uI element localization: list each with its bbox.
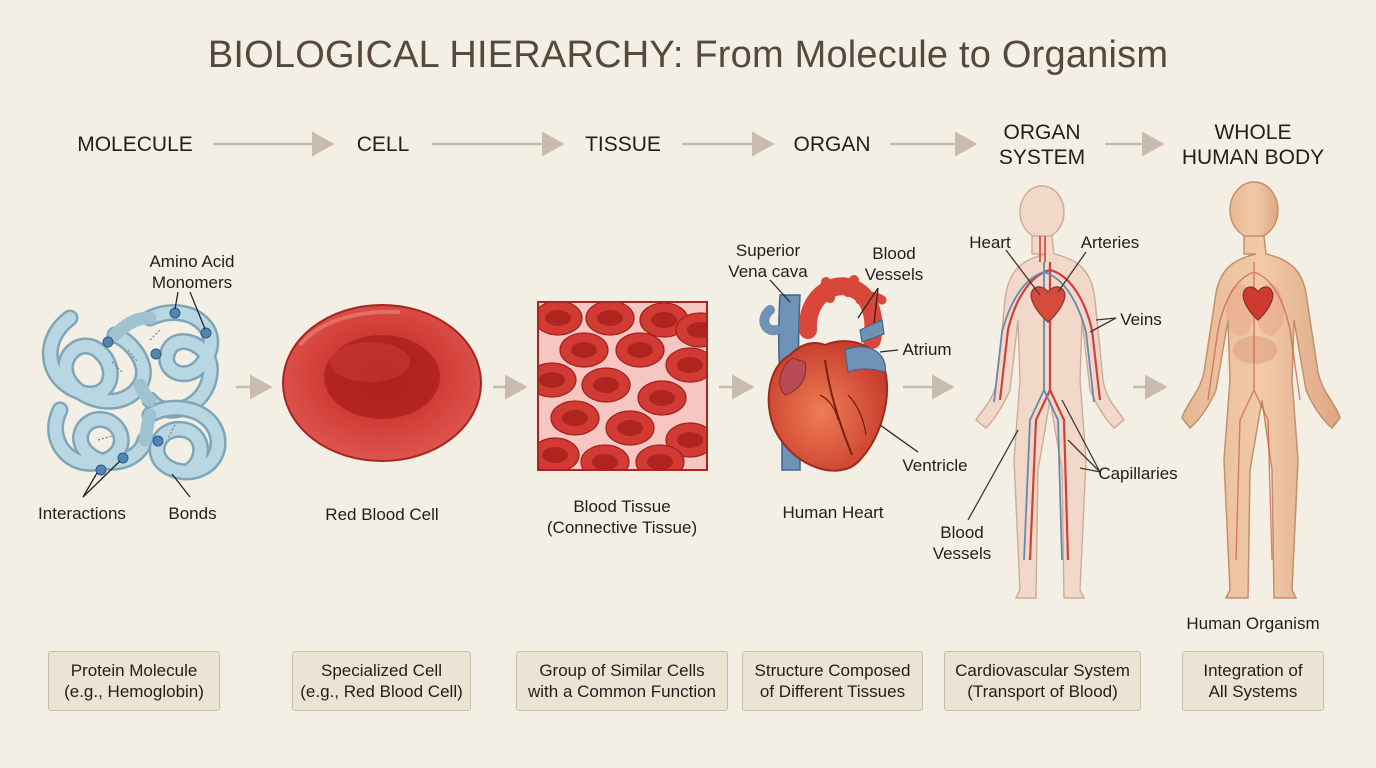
red-blood-cell-illustration	[282, 304, 482, 462]
caption-organ: Human Heart	[782, 503, 884, 522]
label-interactions: Interactions	[38, 504, 126, 523]
caption-tissue: Blood Tissue (Connective Tissue)	[546, 497, 698, 537]
label-bonds: Bonds	[168, 504, 217, 523]
label-arteries: Arteries	[1080, 233, 1140, 252]
tissue-cell-center	[593, 377, 619, 393]
box-group-of-cells: Group of Similar Cells with a Common Fun…	[516, 651, 728, 711]
label-heart: Heart	[969, 233, 1011, 252]
stage-label-cell: CELL	[356, 133, 410, 156]
caption-cell: Red Blood Cell	[325, 505, 439, 524]
label-blood-vessels-heart: Blood Vessels	[864, 244, 924, 284]
box-cardiovascular-system: Cardiovascular System (Transport of Bloo…	[944, 651, 1141, 711]
tissue-cell-center	[539, 372, 565, 388]
tissue-cell-center	[542, 447, 568, 463]
human-body-illustration	[1181, 181, 1341, 599]
label-superior-vena-cava: Superior Vena cava	[728, 241, 808, 281]
tissue-cell-center	[617, 420, 643, 436]
box-integration: Integration of All Systems	[1182, 651, 1324, 711]
stage-label-organ: ORGAN	[793, 133, 871, 156]
human-heart-illustration	[759, 275, 919, 472]
tissue-cell-center	[677, 432, 703, 448]
label-atrium: Atrium	[902, 340, 952, 359]
label-veins: Veins	[1120, 310, 1162, 329]
tissue-cell-center	[562, 410, 588, 426]
tissue-cell-center	[687, 322, 707, 338]
label-capillaries: Capillaries	[1098, 464, 1178, 483]
tissue-cell-center	[592, 454, 618, 470]
stage-label-organ-system: ORGAN SYSTEM	[998, 121, 1086, 169]
tissue-cell-center	[545, 310, 571, 326]
label-ventricle: Ventricle	[902, 456, 968, 475]
caption-body: Human Organism	[1186, 614, 1320, 633]
tissue-cell-center	[571, 342, 597, 358]
box-specialized-cell: Specialized Cell (e.g., Red Blood Cell)	[292, 651, 471, 711]
page-title: BIOLOGICAL HIERARCHY: From Molecule to O…	[207, 34, 1169, 76]
label-blood-vessels-system: Blood Vessels	[932, 523, 992, 563]
tissue-cell-center	[677, 357, 703, 373]
protein-molecule-illustration	[41, 291, 227, 498]
tissue-cell-center	[647, 454, 673, 470]
tissue-cell-center	[597, 310, 623, 326]
box-protein-molecule: Protein Molecule (e.g., Hemoglobin)	[48, 651, 220, 711]
stage-label-tissue: TISSUE	[585, 133, 661, 156]
tissue-cell-center	[649, 390, 675, 406]
stage-label-molecule: MOLECULE	[77, 133, 193, 156]
blood-tissue-illustration	[537, 301, 708, 471]
tissue-cell-center	[627, 342, 653, 358]
label-amino-acid-monomers: Amino Acid Monomers	[149, 252, 235, 292]
cardiovascular-system-illustration	[967, 185, 1125, 599]
stage-label-whole-body: WHOLE HUMAN BODY	[1181, 121, 1325, 169]
tissue-cell-center	[651, 312, 677, 328]
box-structure: Structure Composed of Different Tissues	[742, 651, 923, 711]
